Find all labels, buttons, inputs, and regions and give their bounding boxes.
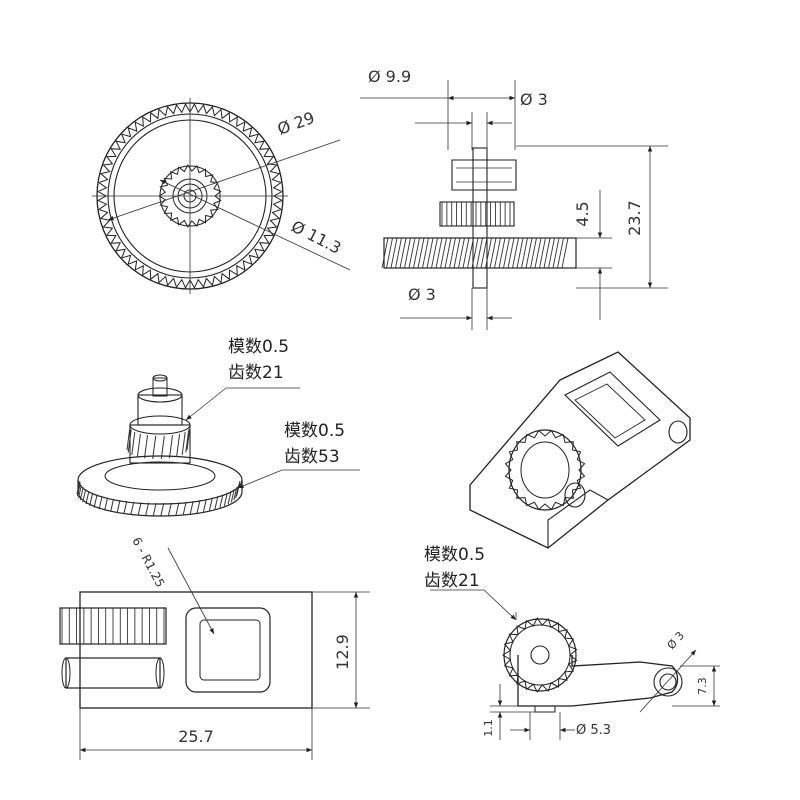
- dim-diameter-11-3: Ø 11.3: [288, 217, 344, 258]
- gear-isometric-view: 模数0.5 齿数21 模数0.5 齿数53: [76, 337, 360, 517]
- dim-diameter-3-top: Ø 3: [520, 90, 548, 109]
- dim-diameter-3-bottom: Ø 3: [408, 285, 436, 304]
- large-gear-teeth: 齿数53: [284, 447, 340, 467]
- dim-radius-1-25: 6 - R1.25: [129, 535, 167, 590]
- dim-width-25-7: 25.7: [178, 727, 214, 746]
- small-gear-teeth: 齿数21: [228, 363, 284, 383]
- large-gear-module: 模数0.5: [284, 421, 345, 441]
- arm-gear-teeth: 齿数21: [424, 571, 480, 591]
- dim-height-1-1: 1.1: [482, 719, 495, 737]
- dim-diameter-5-3: Ø 5.3: [576, 723, 611, 738]
- dim-height-7-3: 7.3: [696, 677, 709, 695]
- small-gear-module: 模数0.5: [228, 337, 289, 357]
- bracket-side-view: 模数0.5 齿数21 Ø 3 7.3 1.1 Ø 5.3: [424, 545, 720, 740]
- bracket-isometric-view: [469, 351, 691, 549]
- gear-side-view: Ø 9.9 Ø 3 23.7 4.5 Ø 3: [360, 67, 668, 330]
- dim-diameter-29: Ø 29: [275, 108, 317, 139]
- gear-front-view: Ø 29 Ø 11.3: [92, 98, 351, 294]
- bracket-top-view: 6 - R1.25 12.9 25.7: [59, 535, 370, 760]
- dim-diameter-3-arm: Ø 3: [665, 629, 687, 652]
- dim-height-12-9: 12.9: [333, 634, 352, 670]
- dim-diameter-9-9: Ø 9.9: [368, 67, 411, 86]
- dim-height-4-5: 4.5: [573, 201, 592, 226]
- dim-height-23-7: 23.7: [625, 200, 644, 236]
- arm-gear-module: 模数0.5: [424, 545, 485, 565]
